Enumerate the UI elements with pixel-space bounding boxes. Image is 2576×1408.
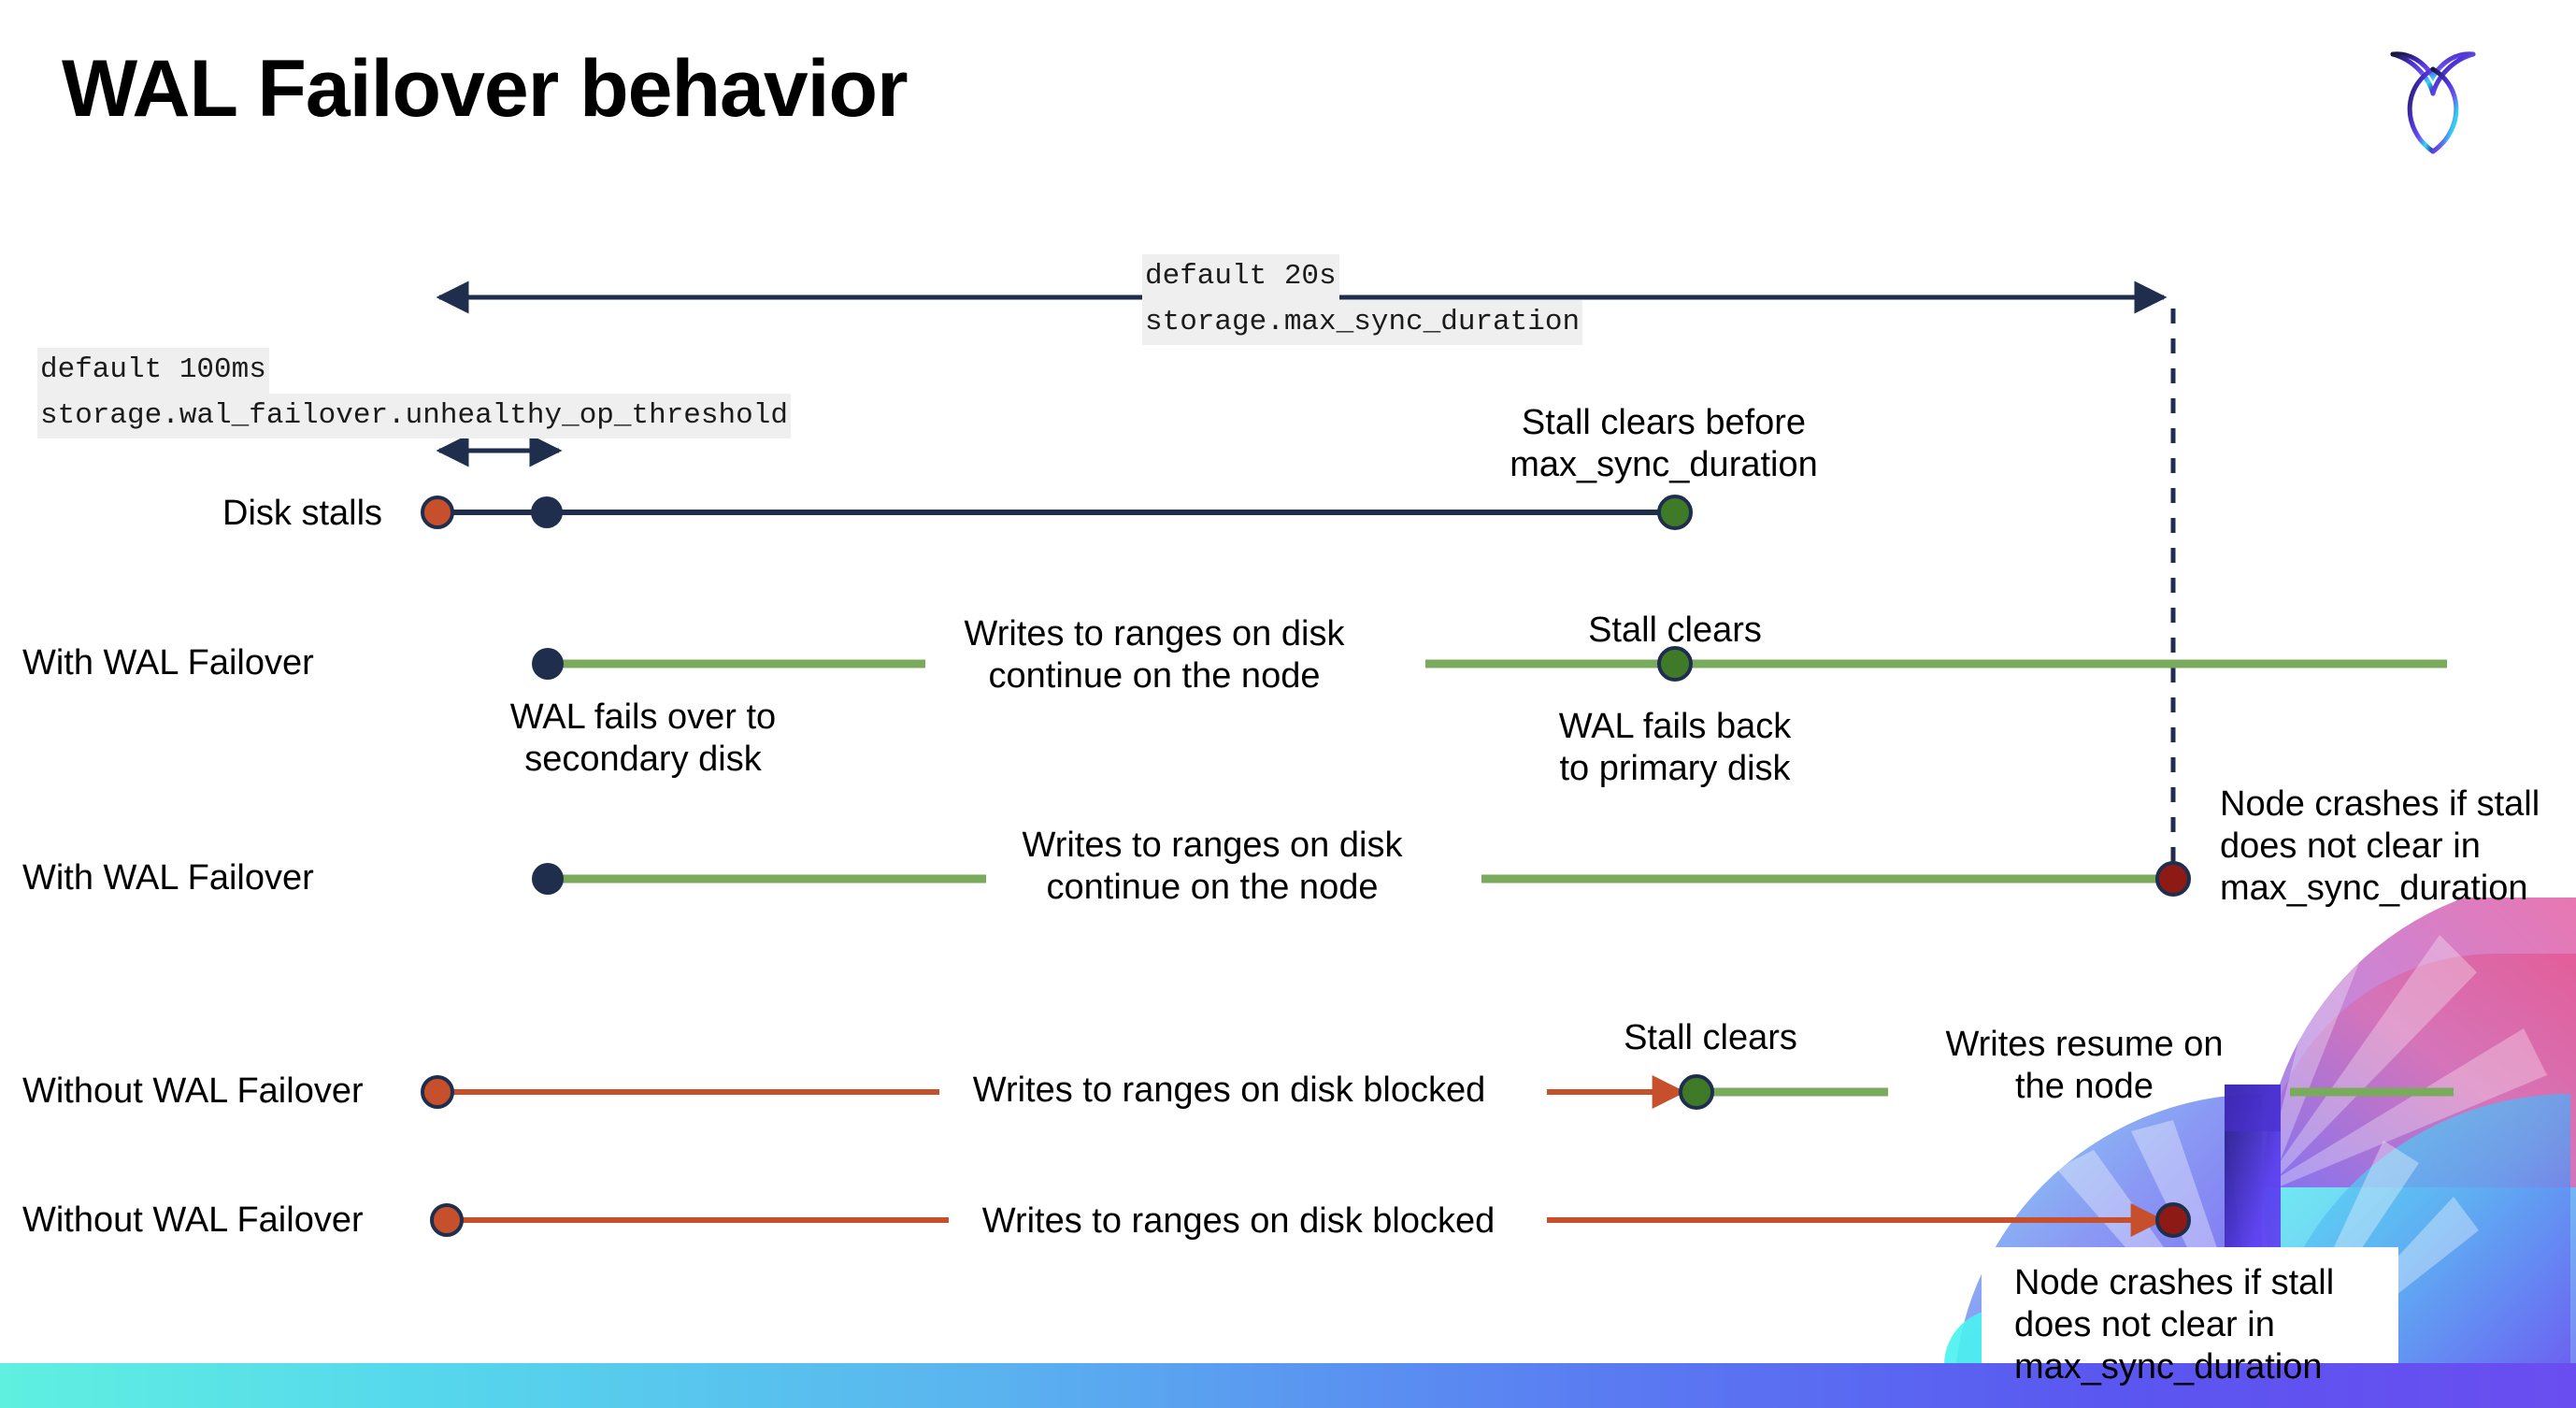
- row-without-wal-failover-1-track: [421, 1074, 2454, 1110]
- cockroachdb-logo-icon: [2382, 36, 2484, 157]
- row-label-with-wal-failover-1: With WAL Failover: [22, 643, 314, 682]
- marker-stall-start: [421, 496, 454, 529]
- note-stall-clears-1: Stall clears: [1588, 611, 1762, 650]
- max-sync-setting-label: storage.max_sync_duration: [1142, 299, 1583, 345]
- unhealthy-op-setting-label: storage.wal_failover.unhealthy_op_thresh…: [37, 393, 791, 438]
- marker-node-crash: [2155, 861, 2191, 897]
- row-label-without-wal-failover-1: Without WAL Failover: [22, 1071, 364, 1111]
- page-title: WAL Failover behavior: [62, 44, 909, 134]
- row-label-without-wal-failover-2: Without WAL Failover: [22, 1200, 364, 1240]
- annotation-unhealthy-op-threshold: default 100ms storage.wal_failover.unhea…: [37, 348, 791, 438]
- row-with-wal-failover-2-track: [532, 861, 2191, 897]
- note-wal-fails-over: WAL fails over to secondary disk: [509, 697, 777, 779]
- annotation-max-sync-duration: default 20s storage.max_sync_duration: [1142, 254, 1583, 345]
- row-without-wal-failover-2-track: [430, 1202, 2191, 1238]
- marker-node-crash: [2155, 1202, 2191, 1238]
- marker-failover-point: [532, 648, 564, 680]
- note-node-crashes-2: Node crashes if stall does not clear in …: [2014, 1263, 2335, 1386]
- marker-stall-clears: [1657, 495, 1693, 530]
- row-with-wal-failover-1-track: [532, 646, 2447, 682]
- note-writes-blocked-1: Writes to ranges on disk blocked: [972, 1070, 1486, 1110]
- note-node-crashes-1: Node crashes if stall does not clear in …: [2220, 784, 2540, 908]
- marker-stall-clears: [1657, 646, 1693, 682]
- note-writes-blocked-2: Writes to ranges on disk blocked: [981, 1201, 1496, 1241]
- marker-failover-point: [532, 863, 564, 895]
- row-label-disk-stalls: Disk stalls: [222, 494, 383, 533]
- unhealthy-op-default-label: default 100ms: [37, 348, 269, 394]
- marker-stall-start: [421, 1075, 454, 1109]
- row-disk-stalls-track: [421, 495, 1693, 530]
- note-writes-resume: Writes resume on the node: [1945, 1025, 2224, 1106]
- marker-stall-clears: [1679, 1074, 1714, 1110]
- marker-stall-start: [430, 1203, 464, 1237]
- note-writes-continue-1: Writes to ranges on disk continue on the…: [964, 614, 1345, 696]
- bottom-gradient-bar: [0, 1363, 2576, 1408]
- note-stall-clears-2: Stall clears: [1624, 1018, 1797, 1057]
- row-label-with-wal-failover-2: With WAL Failover: [22, 858, 314, 898]
- marker-failover-point: [531, 496, 563, 528]
- note-stall-clears-before: Stall clears before max_sync_duration: [1510, 403, 1818, 484]
- note-wal-fails-back: WAL fails back to primary disk: [1558, 707, 1792, 788]
- max-sync-default-label: default 20s: [1142, 254, 1339, 300]
- note-writes-continue-2: Writes to ranges on disk continue on the…: [1022, 826, 1403, 907]
